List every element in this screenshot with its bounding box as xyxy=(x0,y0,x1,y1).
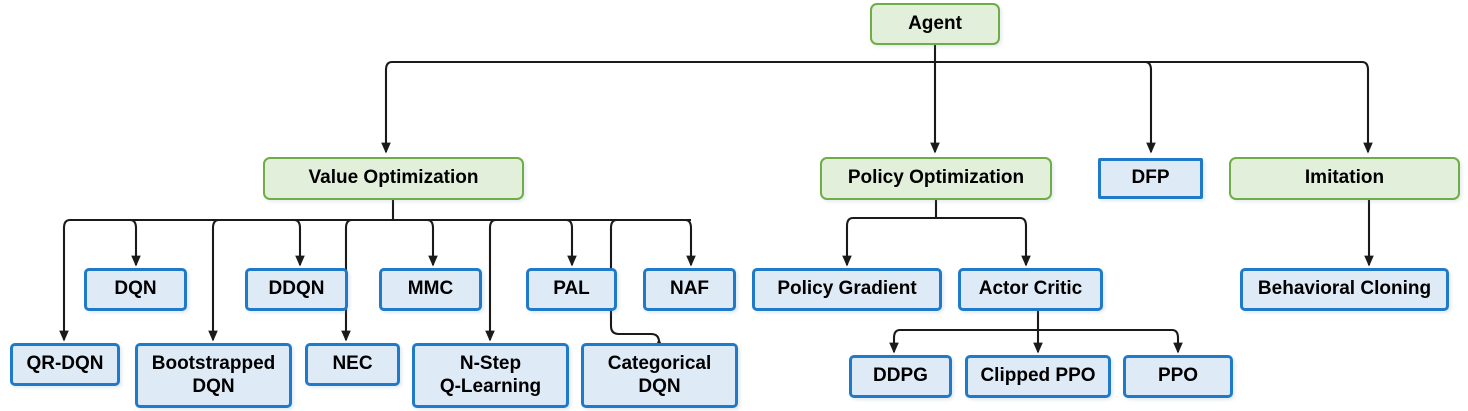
edge-vo-pal xyxy=(565,218,577,267)
edge-agent-value-optimization xyxy=(381,60,393,154)
edge-ac-ddpg xyxy=(889,328,901,354)
node-ppo-label: PPO xyxy=(1157,365,1199,387)
node-dfp[interactable]: DFP xyxy=(1098,158,1203,199)
edge-vo-naf xyxy=(684,218,696,267)
node-naf-label: NAF xyxy=(669,278,710,300)
node-nec[interactable]: NEC xyxy=(305,343,400,386)
node-n-step-q-learning[interactable]: N-Step Q-Learning xyxy=(412,343,569,408)
node-ppo[interactable]: PPO xyxy=(1123,355,1233,398)
node-mmc-label: MMC xyxy=(407,278,454,300)
node-nec-label: NEC xyxy=(332,353,373,375)
edge-ac-ppo xyxy=(1171,328,1183,354)
node-ddpg[interactable]: DDPG xyxy=(849,355,952,398)
node-dfp-label: DFP xyxy=(1131,167,1170,189)
node-behavioral-cloning-label: Behavioral Cloning xyxy=(1257,278,1432,300)
node-imitation[interactable]: Imitation xyxy=(1229,157,1460,200)
node-categorical-dqn[interactable]: Categorical DQN xyxy=(581,343,738,408)
node-policy-gradient[interactable]: Policy Gradient xyxy=(752,268,942,311)
node-agent[interactable]: Agent xyxy=(870,3,1000,45)
node-bootstrapped-dqn[interactable]: Bootstrapped DQN xyxy=(135,343,292,408)
node-actor-critic[interactable]: Actor Critic xyxy=(958,268,1103,311)
edge-agent-dfp xyxy=(1144,60,1156,154)
node-value-optimization-label: Value Optimization xyxy=(308,167,479,189)
node-categorical-dqn-label: Categorical DQN xyxy=(607,353,712,397)
edge-vo-qr-dqn xyxy=(59,218,71,342)
node-bootstrapped-dqn-label: Bootstrapped DQN xyxy=(151,353,276,397)
node-dqn[interactable]: DQN xyxy=(84,268,187,311)
edge-vo-n-step-q-learning xyxy=(485,218,497,342)
node-policy-optimization-label: Policy Optimization xyxy=(847,167,1025,189)
node-ddqn[interactable]: DDQN xyxy=(245,268,348,311)
node-clipped-ppo[interactable]: Clipped PPO xyxy=(965,355,1111,398)
node-policy-optimization[interactable]: Policy Optimization xyxy=(820,157,1052,200)
edge-po-policy-gradient xyxy=(842,216,854,267)
node-naf[interactable]: NAF xyxy=(643,268,736,311)
node-n-step-q-learning-label: N-Step Q-Learning xyxy=(439,353,542,397)
node-mmc[interactable]: MMC xyxy=(379,268,482,311)
node-pal[interactable]: PAL xyxy=(526,268,617,311)
edge-vo-mmc xyxy=(426,218,438,267)
node-qr-dqn-label: QR-DQN xyxy=(26,353,104,375)
edge-agent-imitation xyxy=(1361,60,1373,154)
edge-vo-dqn xyxy=(129,218,141,267)
node-value-optimization[interactable]: Value Optimization xyxy=(263,157,524,200)
edge-vo-bootstrapped-dqn xyxy=(208,218,220,342)
node-ddpg-label: DDPG xyxy=(873,365,928,387)
edge-vo-ddqn xyxy=(293,218,305,267)
node-actor-critic-label: Actor Critic xyxy=(978,278,1083,300)
node-dqn-label: DQN xyxy=(114,278,157,300)
node-agent-label: Agent xyxy=(908,12,962,34)
node-ddqn-label: DDQN xyxy=(268,278,325,300)
node-policy-gradient-label: Policy Gradient xyxy=(777,278,917,300)
node-behavioral-cloning[interactable]: Behavioral Cloning xyxy=(1240,268,1449,311)
edge-po-actor-critic xyxy=(1019,216,1031,267)
node-clipped-ppo-label: Clipped PPO xyxy=(980,365,1096,387)
node-imitation-label: Imitation xyxy=(1304,167,1385,189)
node-pal-label: PAL xyxy=(553,278,590,300)
node-qr-dqn[interactable]: QR-DQN xyxy=(10,343,120,386)
